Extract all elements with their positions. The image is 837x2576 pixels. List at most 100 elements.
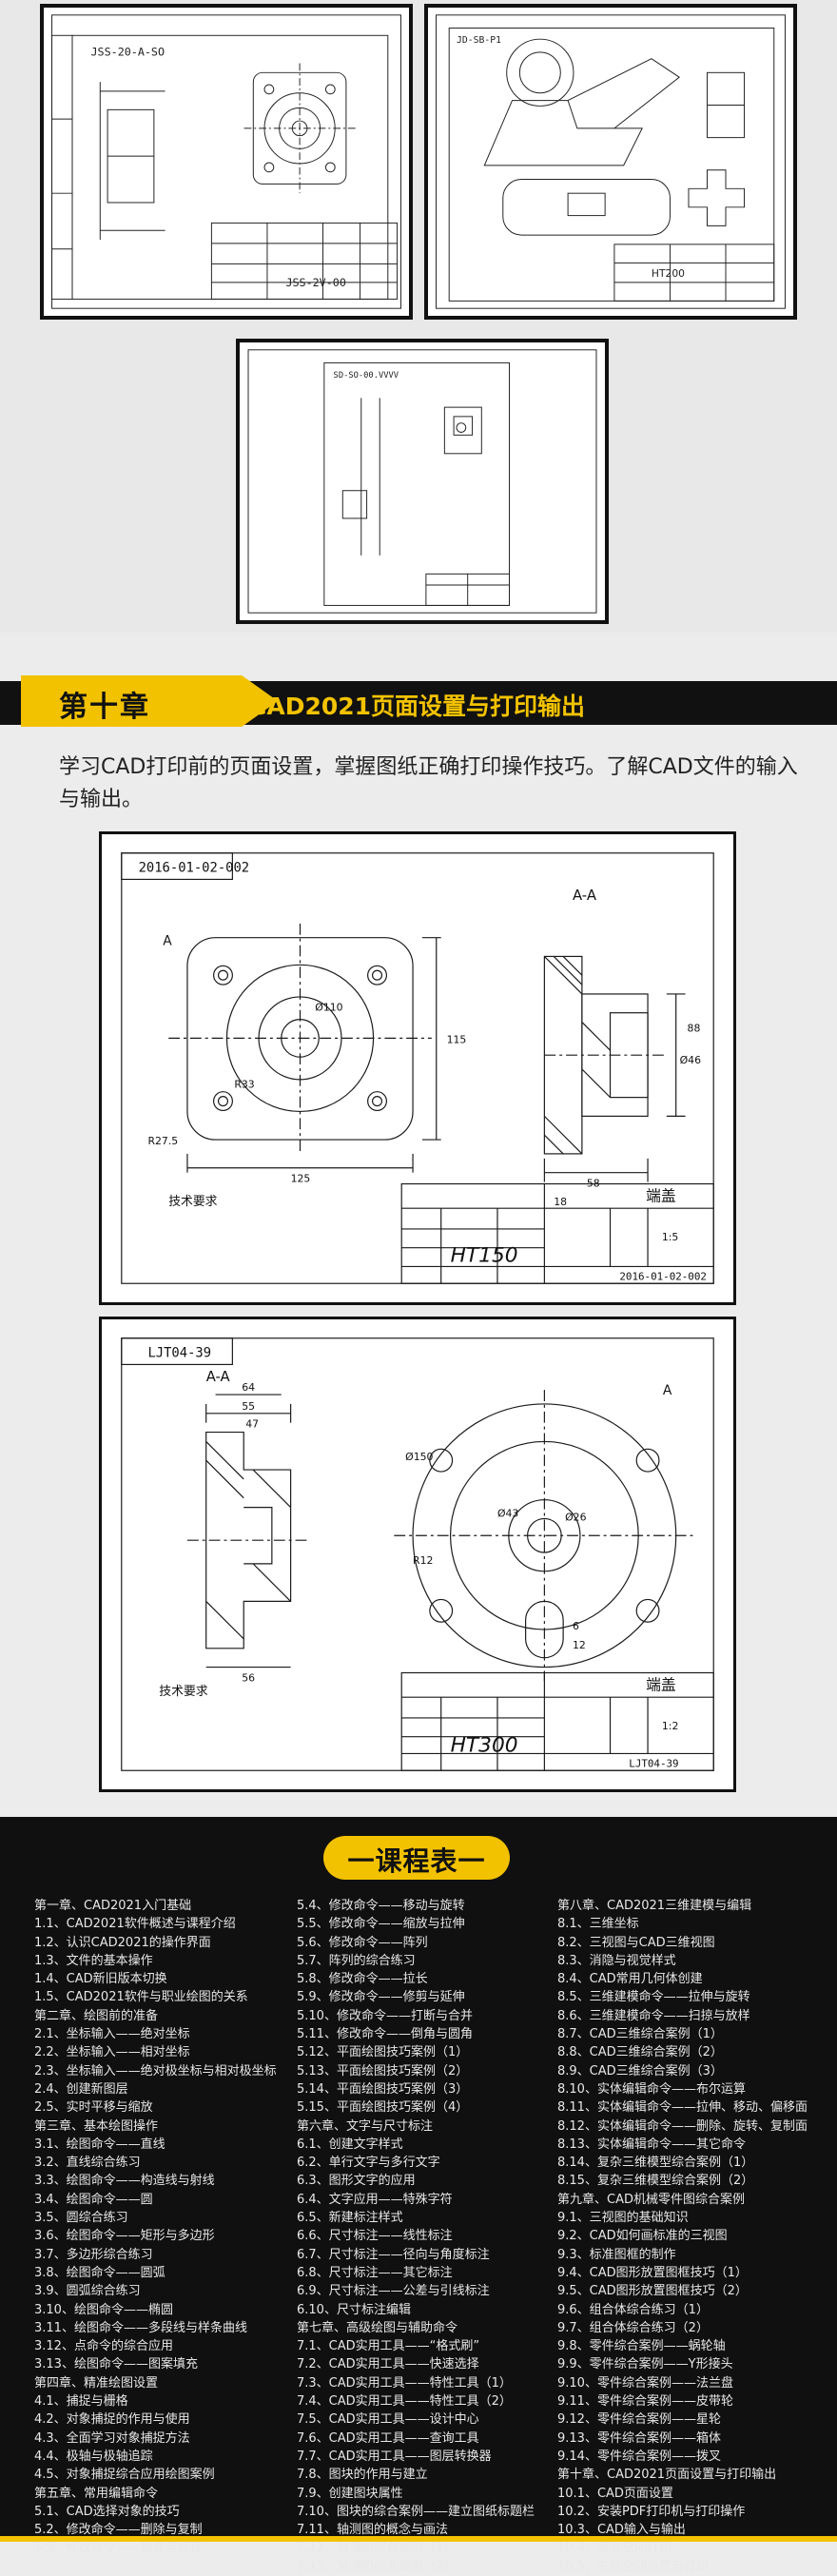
course-item: 7.5、CAD实用工具——设计中心	[297, 2412, 479, 2428]
course-item: 8.13、实体编辑命令——其它命令	[557, 2137, 746, 2152]
chapter-intro: 学习CAD打印前的页面设置，掌握图纸正确打印操作技巧。了解CAD文件的输入与输出…	[59, 755, 798, 811]
course-item: 第八章、CAD2021三维建模与编辑	[557, 1899, 752, 1913]
course-item: 2.1、坐标输入——绝对坐标	[34, 2027, 190, 2042]
course-item: 3.1、绘图命令——直线	[34, 2137, 165, 2152]
drawing-ht150-dim-8: 88	[688, 1022, 701, 1034]
course-item: 9.12、零件综合案例——星轮	[557, 2412, 721, 2428]
drawing-ht150-svg: 2016-01-02-002 A-A A Ø110 Ø46 R27.5 R33 …	[121, 852, 714, 1284]
drawing-ht150-title-code: 2016-01-02-002	[619, 1270, 707, 1282]
drawing-ht150-section-label: A-A	[573, 888, 596, 904]
course-item: 6.4、文字应用——特殊字符	[297, 2192, 453, 2207]
course-item: 3.3、绘图命令——构造线与射线	[34, 2174, 215, 2189]
course-item: 3.12、点命令的综合应用	[34, 2339, 173, 2354]
course-item: 8.11、实体编辑命令——拉伸、移动、偏移面	[557, 2100, 808, 2116]
course-item: 2.5、实时平移与缩放	[34, 2100, 153, 2116]
drawing-ht300-notes-title: 技术要求	[159, 1685, 207, 1699]
course-item: 5.1、CAD选择对象的技巧	[34, 2504, 180, 2519]
course-item: 7.1、CAD实用工具——“格式刷”	[297, 2339, 480, 2354]
course-item: 5.13、平面绘图技巧案例（2）	[297, 2063, 469, 2078]
course-item: 5.7、阵列的综合练习	[297, 1953, 416, 1968]
course-item: 3.13、绘图命令——图案填充	[34, 2357, 198, 2372]
course-item: 5.2、修改命令——删除与复制	[34, 2523, 203, 2538]
chapter-banner: 第十章 CAD2021页面设置与打印输出	[0, 675, 837, 727]
preview-drawing-2-svg: JD-SB-P1 HT200	[436, 14, 786, 309]
course-item: 3.7、多边形综合练习	[34, 2247, 153, 2262]
course-item: 6.10、尺寸标注编辑	[297, 2302, 411, 2317]
drawing-ht300-dim-1: 64	[242, 1381, 255, 1394]
course-item: 6.9、尺寸标注——公差与引线标注	[297, 2284, 490, 2299]
drawing-ht150-material: HT150	[451, 1244, 518, 1268]
course-item: 6.6、尺寸标注——线性标注	[297, 2229, 453, 2244]
svg-text:HT200: HT200	[652, 267, 685, 280]
course-item: 7.4、CAD实用工具——特性工具（2）	[297, 2394, 512, 2410]
course-item: 8.6、三维建模命令——扫掠与放样	[557, 2008, 750, 2023]
drawing-ht300-dim-9: 6	[573, 1620, 579, 1632]
svg-text:SD-SO-00.VVVV: SD-SO-00.VVVV	[334, 371, 399, 381]
course-item: 10.5、布局空间设置与打印	[557, 2559, 709, 2574]
course-item: 6.8、尺寸标注——其它标注	[297, 2265, 453, 2280]
drawing-ht300-dim-5: Ø150	[405, 1451, 433, 1463]
preview-drawing-3: SD-SO-00.VVVV	[236, 339, 609, 624]
course-item: 2.2、坐标输入——相对坐标	[34, 2045, 190, 2060]
course-item: 第七章、高级绘图与辅助命令	[297, 2320, 458, 2335]
drawing-ht300-dim-8: R12	[413, 1554, 433, 1567]
course-item: 9.14、零件综合案例——拨叉	[557, 2449, 721, 2464]
course-item: 5.14、平面绘图技巧案例（3）	[297, 2081, 469, 2097]
drawing-ht150-dim-4: R33	[234, 1079, 254, 1091]
course-item: 7.10、图块的综合案例——建立图纸标题栏	[297, 2504, 535, 2519]
drawing-ht300-dim-3: 47	[245, 1418, 259, 1431]
course-item: 4.2、对象捕捉的作用与使用	[34, 2412, 190, 2428]
drawing-ht300-dim-7: Ø26	[565, 1511, 586, 1523]
preview-drawing-2: JD-SB-P1 HT200	[424, 4, 797, 320]
course-item: 8.7、CAD三维综合案例（1）	[557, 2027, 723, 2042]
course-item: 1.3、文件的基本操作	[34, 1953, 153, 1968]
course-item: 2.3、坐标输入——绝对极坐标与相对极坐标	[34, 2063, 277, 2078]
drawing-ht150-dim-1: Ø110	[315, 1002, 342, 1014]
course-item: 6.3、图形文字的应用	[297, 2174, 416, 2189]
course-item: 5.10、修改命令——打断与合并	[297, 2008, 473, 2023]
course-item: 3.9、圆弧综合练习	[34, 2284, 141, 2299]
course-item: 8.10、实体编辑命令——布尔运算	[557, 2081, 746, 2097]
course-item: 8.9、CAD三维综合案例（3）	[557, 2063, 723, 2078]
course-item: 第二章、绘图前的准备	[34, 2008, 159, 2023]
course-item: 8.8、CAD三维综合案例（2）	[557, 2045, 723, 2060]
course-item: 9.3、标准图框的制作	[557, 2247, 676, 2262]
course-item: 9.13、零件综合案例——箱体	[557, 2430, 721, 2446]
course-item: 4.3、全面学习对象捕捉方法	[34, 2430, 190, 2446]
course-item: 4.5、对象捕捉综合应用绘图案例	[34, 2468, 215, 2483]
course-item: 8.2、三视图与CAD三维视图	[557, 1935, 715, 1950]
course-item: 5.3、修改命令——镜像与偏移	[34, 2541, 203, 2556]
drawing-ht300-code: LJT04-39	[147, 1346, 211, 1361]
course-item: 1.2、认识CAD2021的操作界面	[34, 1935, 211, 1950]
course-item: 4.4、极轴与极轴追踪	[34, 2449, 153, 2464]
course-item: 10.2、安装PDF打印机与打印操作	[557, 2504, 746, 2519]
course-item: 3.5、圆综合练习	[34, 2211, 128, 2226]
course-item: 7.9、创建图块属性	[297, 2486, 403, 2501]
course-item: 6.1、创建文字样式	[297, 2137, 403, 2152]
course-item: 9.7、组合体综合练习（2）	[557, 2320, 709, 2335]
drawing-ht300-svg: LJT04-39 A-A A 64 55 47 56 Ø150 Ø43 Ø26 …	[121, 1337, 714, 1771]
course-item: 8.3、消隐与视觉样式	[557, 1953, 676, 1968]
drawing-ht300-dim-4: 56	[242, 1671, 255, 1684]
drawing-ht150-dim-6: 58	[587, 1177, 600, 1189]
bottom-accent-strip	[0, 2536, 837, 2542]
course-item: 5.11、修改命令——倒角与圆角	[297, 2027, 473, 2042]
drawing-ht300-material: HT300	[451, 1733, 518, 1757]
course-item: 10.3、CAD输入与输出	[557, 2523, 686, 2538]
course-item: 3.10、绘图命令——椭圆	[34, 2302, 173, 2317]
drawing-ht150: 2016-01-02-002 A-A A Ø110 Ø46 R27.5 R33 …	[99, 831, 736, 1305]
preview-drawing-3-svg: SD-SO-00.VVVV	[247, 349, 597, 614]
course-item: 5.9、修改命令——修剪与延伸	[297, 1990, 465, 2005]
preview-drawing-1: JSS-20-A-SO JSS-2V-00	[40, 4, 413, 320]
course-item: 5.5、修改命令——缩放与拉伸	[297, 1917, 465, 1932]
course-item: 7.6、CAD实用工具——查询工具	[297, 2430, 479, 2446]
drawing-ht300-scale: 1:2	[662, 1720, 678, 1732]
course-item: 1.4、CAD新旧版本切换	[34, 1972, 167, 1987]
course-item: 7.8、图块的作用与建立	[297, 2468, 428, 2483]
course-item: 5.15、平面绘图技巧案例（4）	[297, 2100, 469, 2116]
course-item: 第一章、CAD2021入门基础	[34, 1899, 192, 1913]
